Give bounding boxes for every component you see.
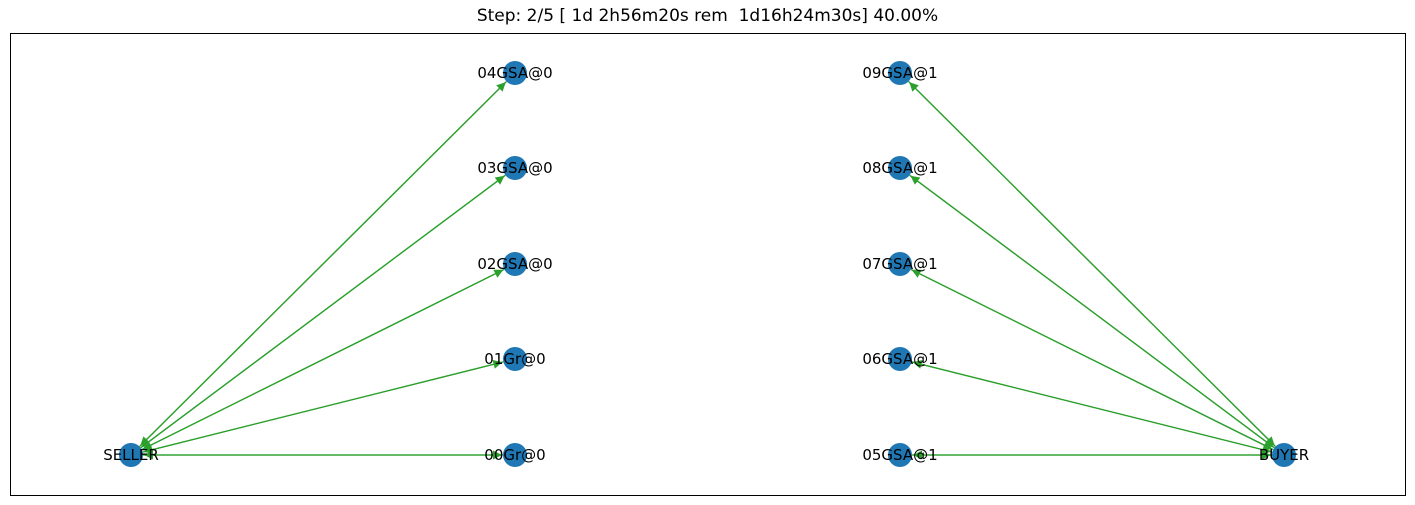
node-label-04gsa-0: 04GSA@0 [477,64,552,82]
node-label-06gsa-1: 06GSA@1 [862,350,937,368]
node-02gsa-0 [503,252,527,276]
node-06gsa-1 [888,347,912,371]
node-00gr-0 [503,443,527,467]
edge-03gsa-0-to-seller [141,174,506,448]
plot-frame [10,33,1406,496]
node-label-01gr-0: 01Gr@0 [484,350,545,368]
node-08gsa-1 [888,156,912,180]
edge-07gsa-1-to-buyer [910,268,1273,450]
node-label-00gr-0: 00Gr@0 [484,446,545,464]
edge-01gr-0-to-seller [143,361,504,455]
edge-04gsa-0-to-seller [139,81,507,447]
node-label-seller: SELLER [103,446,159,464]
edge-02gsa-0-to-seller [142,268,505,450]
edge-08gsa-1-to-buyer [909,174,1274,448]
node-label-08gsa-1: 08GSA@1 [862,159,937,177]
node-05gsa-1 [888,443,912,467]
node-label-09gsa-1: 09GSA@1 [862,64,937,82]
node-label-03gsa-0: 03GSA@0 [477,159,552,177]
node-07gsa-1 [888,252,912,276]
node-01gr-0 [503,347,527,371]
node-03gsa-0 [503,156,527,180]
node-09gsa-1 [888,61,912,85]
labels-layer: SELLER 00Gr@0 01Gr@0 02GSA@0 03GSA@0 04GSA@0 0… [103,64,1309,464]
node-label-buyer: BUYER [1259,446,1309,464]
edge-06gsa-1-to-buyer [911,361,1272,455]
node-04gsa-0 [503,61,527,85]
node-label-02gsa-0: 02GSA@0 [477,255,552,273]
edges-layer [139,81,1276,460]
node-seller [119,443,143,467]
node-label-05gsa-1: 05GSA@1 [862,446,937,464]
edge-09gsa-1-to-buyer [908,81,1276,447]
node-label-07gsa-1: 07GSA@1 [862,255,937,273]
node-buyer [1272,443,1296,467]
figure-title: Step: 2/5 [ 1d 2h56m20s rem 1d16h24m30s]… [476,6,939,26]
nodes-layer [119,61,1296,467]
